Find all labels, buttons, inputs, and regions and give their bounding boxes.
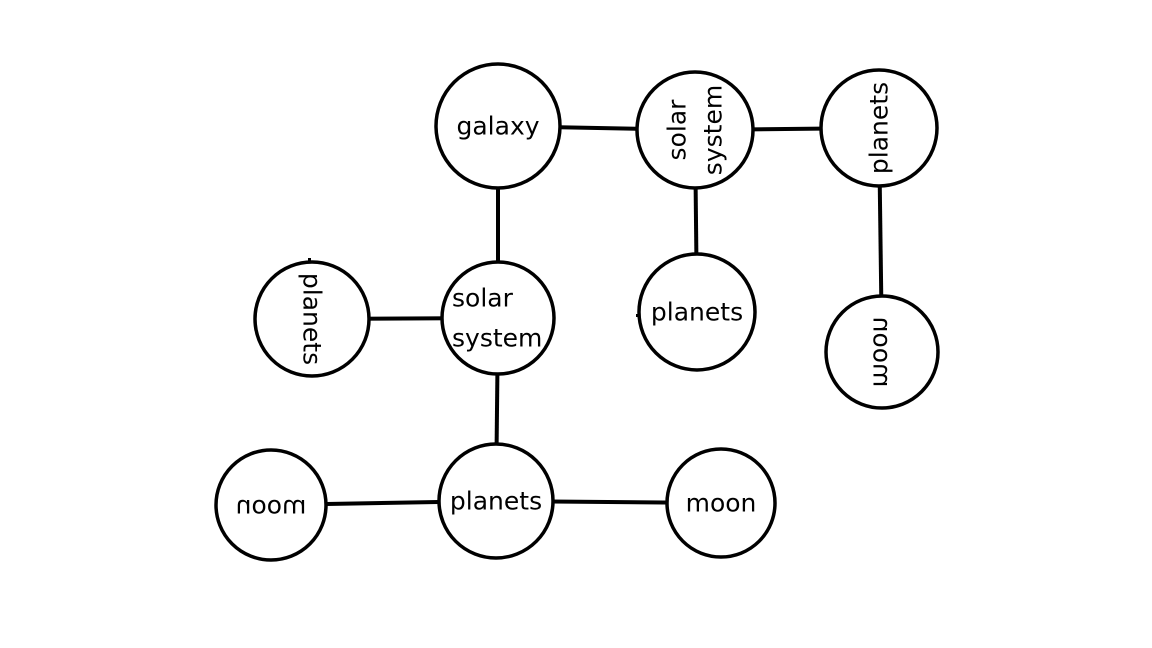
node-planets-left: planets [253, 260, 371, 378]
node-solar-system-center: solar system [440, 260, 556, 376]
node-circle [434, 62, 562, 190]
node-circle [637, 252, 757, 372]
node-label: moon [236, 491, 307, 520]
node-circle [665, 447, 777, 559]
node-label: solar [663, 99, 692, 161]
node-label: planets [865, 82, 894, 174]
node-galaxy: galaxy [434, 62, 562, 190]
node-label: moon [868, 317, 897, 388]
node-label: system [452, 324, 542, 353]
node-circle [819, 68, 939, 188]
node-planets-bottom: planets [437, 442, 555, 560]
node-label: solar [452, 284, 514, 313]
node-label: galaxy [456, 112, 539, 141]
node-label: planets [298, 273, 327, 365]
node-label: moon [686, 489, 757, 518]
node-moon-bottom-right: moon [665, 447, 777, 559]
node-circle [635, 70, 755, 190]
node-circle [440, 260, 556, 376]
node-planets-right: planets [819, 68, 939, 188]
node-moon-bottom-left: moon [214, 448, 328, 562]
node-circle [824, 294, 940, 410]
node-label: planets [651, 298, 743, 327]
node-circle [214, 448, 328, 562]
node-moon-right: moon [824, 294, 940, 410]
stray-mark [308, 258, 311, 261]
node-circle [437, 442, 555, 560]
node-label: planets [450, 487, 542, 516]
node-planets-mid: planets [637, 252, 757, 372]
stray-mark [636, 314, 639, 317]
node-label: system [699, 85, 728, 175]
node-circle [253, 260, 371, 378]
